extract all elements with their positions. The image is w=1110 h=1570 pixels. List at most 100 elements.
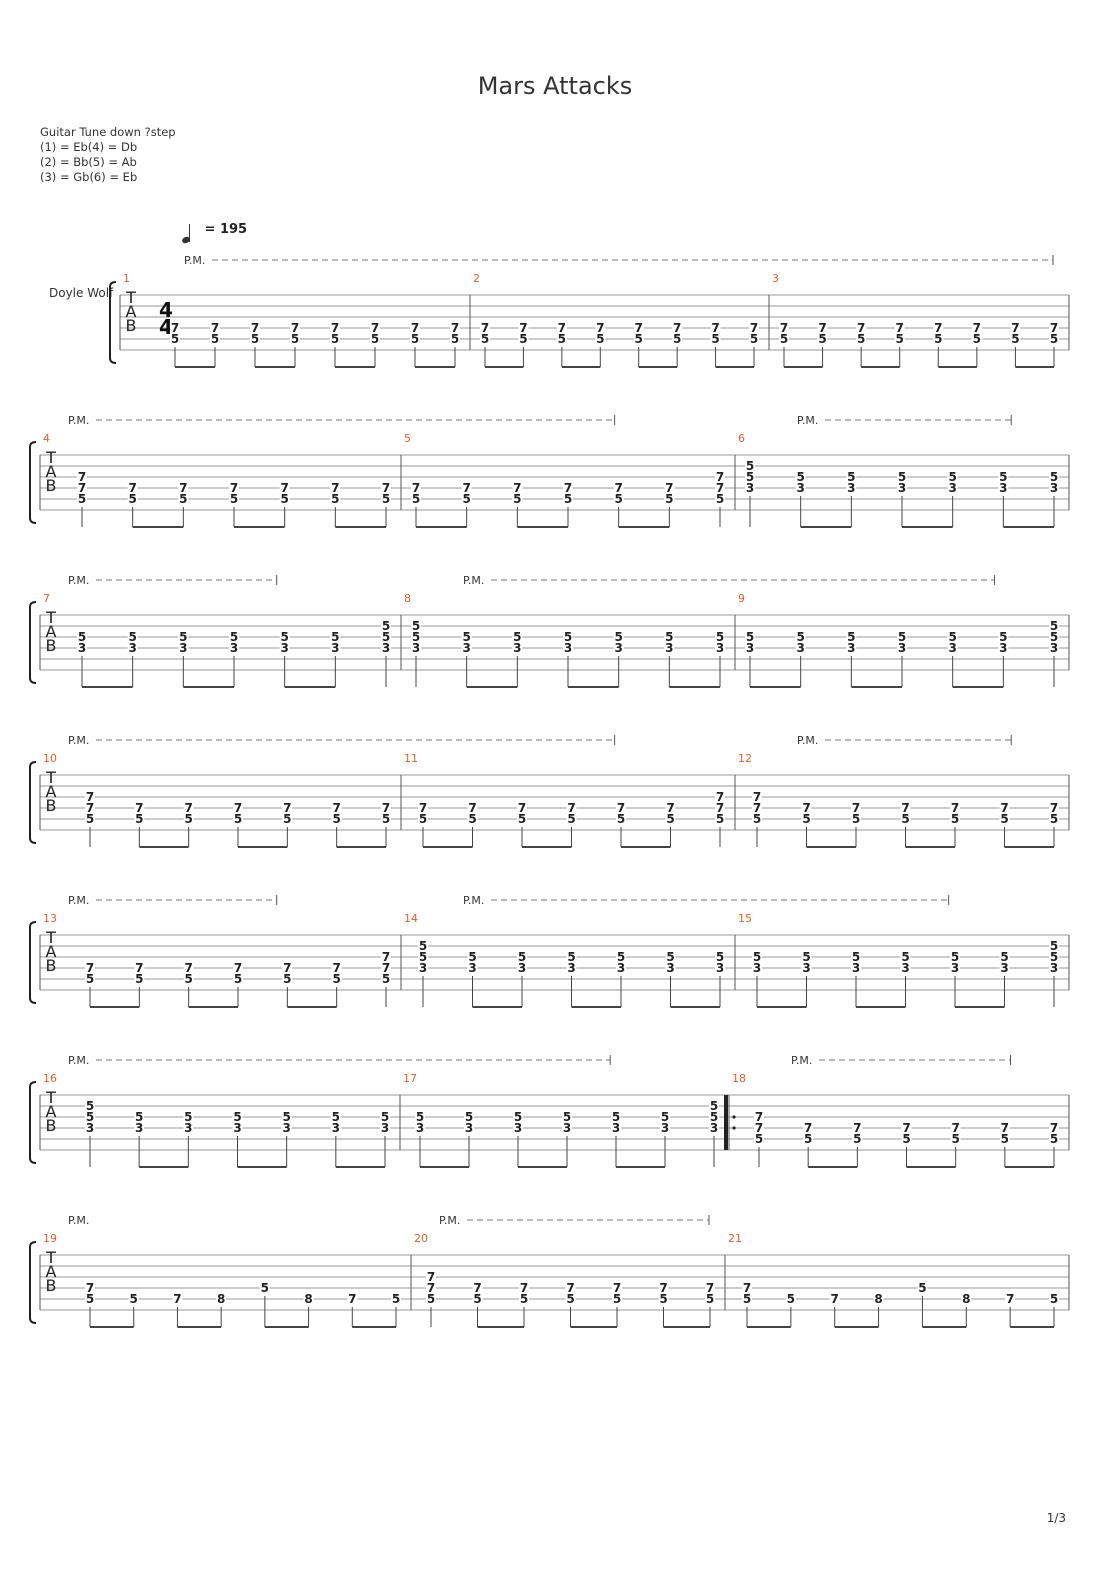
fret-knockout (415, 1122, 425, 1133)
fret-knockout (556, 333, 567, 344)
fret-knockout (950, 1133, 961, 1144)
fret-knockout (950, 813, 960, 824)
fret-number: 5 (753, 812, 761, 826)
fret-knockout (1049, 940, 1059, 951)
fret-number: 5 (382, 630, 390, 644)
fret-number: 3 (948, 641, 956, 655)
fret-number: 5 (518, 950, 526, 964)
fret-number: 5 (750, 332, 758, 346)
fret-knockout (77, 471, 87, 482)
tab-clef-letter: T (45, 448, 56, 467)
palm-mute-label: P.M. (797, 734, 818, 747)
fret-knockout (901, 1122, 912, 1133)
fret-knockout (480, 333, 490, 344)
fret-knockout (331, 973, 342, 984)
fret-number: 7 (171, 321, 179, 335)
fret-number: 5 (451, 332, 459, 346)
fret-knockout (330, 1122, 341, 1133)
fret-knockout (999, 802, 1010, 813)
fret-knockout (517, 962, 527, 973)
fret-knockout (754, 1122, 764, 1133)
time-signature-digit: 4 (159, 298, 173, 322)
fret-number: 5 (280, 492, 288, 506)
fret-knockout (85, 1122, 95, 1133)
measure-number: 12 (738, 752, 752, 765)
fret-knockout (613, 631, 624, 642)
fret-number: 5 (847, 630, 855, 644)
fret-knockout (233, 802, 243, 813)
fret-knockout (518, 322, 529, 333)
fret-knockout (127, 642, 138, 653)
fret-number: 5 (898, 470, 906, 484)
tab-system: TAB4775757575757575575757575757577565535… (29, 414, 1070, 528)
fret-knockout (563, 493, 573, 504)
fret-number: 3 (847, 641, 855, 655)
fret-knockout (426, 1293, 436, 1304)
palm-mute-label: P.M. (68, 574, 89, 587)
fret-knockout (745, 642, 755, 653)
fret-number: 7 (283, 801, 291, 815)
fret-number: 5 (1050, 630, 1058, 644)
fret-knockout (77, 493, 87, 504)
fret-knockout (330, 333, 340, 344)
fret-knockout (563, 642, 573, 653)
tab-clef-letter: T (45, 1248, 56, 1267)
fret-knockout (418, 940, 428, 951)
fret-number: 5 (665, 492, 673, 506)
fret-knockout (1049, 962, 1059, 973)
fret-knockout (566, 813, 577, 824)
fret-number: 5 (1050, 950, 1058, 964)
fret-knockout (897, 642, 907, 653)
fret-number: 7 (427, 1270, 435, 1284)
measure-number: 7 (43, 592, 50, 605)
fret-number: 3 (78, 641, 86, 655)
tuning-line: (1) = Eb(4) = Db (40, 140, 138, 154)
fret-number: 5 (86, 812, 94, 826)
fret-number: 5 (802, 812, 810, 826)
fret-knockout (947, 631, 958, 642)
fret-number: 7 (427, 1281, 435, 1295)
fret-knockout (183, 973, 194, 984)
fret-number: 3 (331, 641, 339, 655)
tab-clef-letter: T (45, 768, 56, 787)
fret-number: 7 (1001, 1121, 1009, 1135)
fret-knockout (672, 333, 683, 344)
fret-knockout (566, 962, 577, 973)
fret-number: 3 (898, 641, 906, 655)
tuning-info: Guitar Tune down ?step (1) = Eb(4) = Db … (40, 125, 176, 185)
fret-knockout (894, 333, 905, 344)
tab-clef-letter: A (126, 302, 137, 321)
system-bracket (29, 441, 37, 524)
fret-number: 5 (898, 630, 906, 644)
fret-number: 5 (291, 332, 299, 346)
fret-number: 3 (796, 481, 804, 495)
fret-number: 8 (217, 1292, 225, 1306)
fret-knockout (611, 1111, 621, 1122)
fret-knockout (851, 813, 861, 824)
fret-knockout (127, 482, 138, 493)
fret-knockout (752, 962, 762, 973)
fret-knockout (900, 813, 911, 824)
system-bracket (29, 1081, 37, 1164)
fret-knockout (370, 322, 380, 333)
fret-number: 5 (86, 1292, 94, 1306)
fret-number: 5 (230, 630, 238, 644)
fret-number: 3 (230, 641, 238, 655)
fret-number: 3 (332, 1121, 340, 1135)
fret-number: 5 (382, 972, 390, 986)
fret-knockout (259, 1282, 270, 1293)
fret-knockout (752, 802, 762, 813)
fret-number: 5 (902, 1132, 910, 1146)
fret-knockout (472, 1293, 483, 1304)
fret-knockout (664, 631, 675, 642)
fret-number: 7 (716, 470, 724, 484)
fret-knockout (999, 951, 1010, 962)
fret-knockout (178, 482, 189, 493)
fret-number: 5 (999, 630, 1007, 644)
fret-knockout (897, 482, 907, 493)
fret-number: 3 (462, 641, 470, 655)
fret-knockout (562, 1111, 572, 1122)
fret-number: 3 (86, 1121, 94, 1135)
fret-number: 5 (1050, 939, 1058, 953)
fret-number: 8 (962, 1292, 970, 1306)
